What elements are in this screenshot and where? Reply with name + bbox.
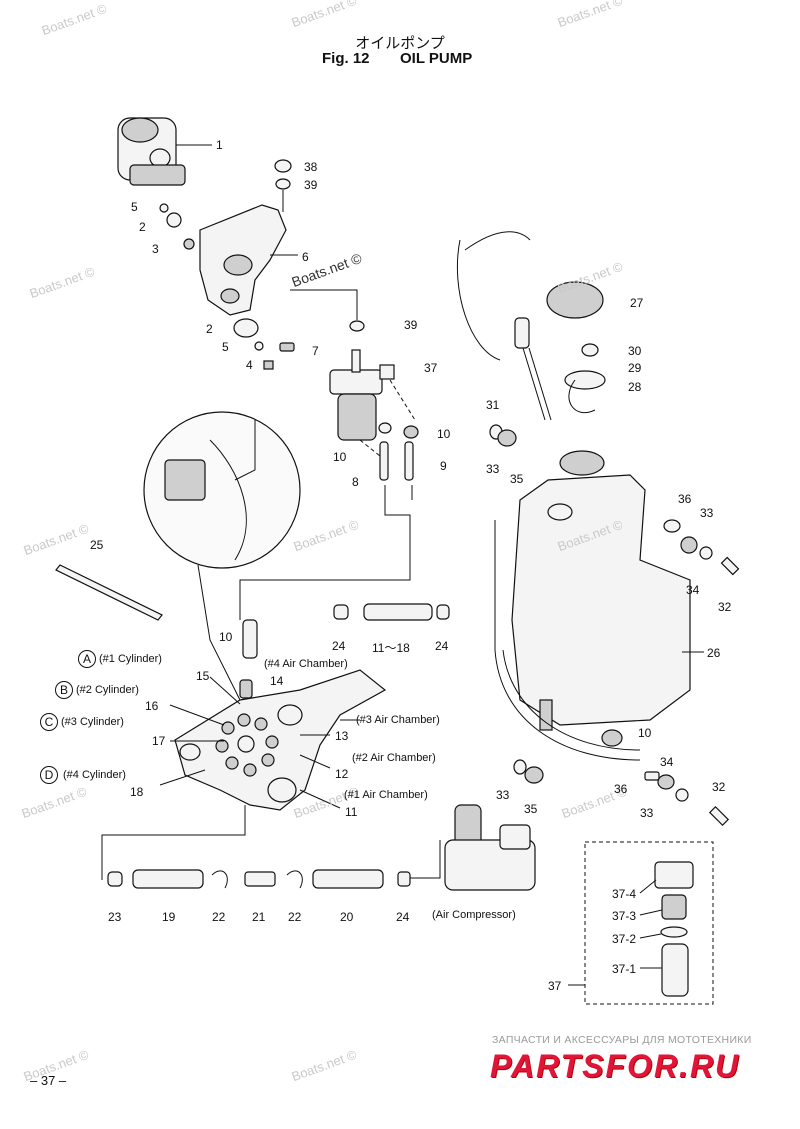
air-chamber-1-label: (#1 Air Chamber): [344, 789, 428, 801]
callout: 36: [614, 782, 628, 796]
callout: 35: [510, 472, 524, 486]
callout: 14: [270, 674, 284, 688]
callout: 33: [640, 806, 654, 820]
callout: 15: [196, 669, 210, 683]
callout: 28: [628, 380, 642, 394]
callout: 22: [288, 910, 302, 924]
callout: 5: [222, 340, 229, 354]
cylinder-a-marker: A: [78, 650, 96, 668]
callout: 2: [206, 322, 213, 336]
callout: 35: [524, 802, 538, 816]
callout: 4: [246, 358, 253, 372]
callout: 39: [304, 178, 318, 192]
callout: 24: [396, 910, 410, 924]
callout: 5: [131, 200, 138, 214]
callout: 32: [718, 600, 732, 614]
callout: 30: [628, 344, 642, 358]
callout: 34: [660, 755, 674, 769]
air-chamber-4-label: (#4 Air Chamber): [264, 658, 348, 670]
oil-pump-part: [117, 117, 186, 186]
callout: 10: [437, 427, 451, 441]
callout: 10: [333, 450, 347, 464]
callout: 10: [219, 630, 233, 644]
callout: 25: [90, 538, 104, 552]
brand-logo: PARTSFOR.RU: [490, 1048, 741, 1084]
callout: 8: [352, 475, 359, 489]
callout: 20: [340, 910, 354, 924]
callout: 37-4: [612, 887, 637, 901]
cylinder-d-marker: D: [40, 766, 58, 784]
callout: 22: [212, 910, 226, 924]
cylinder-a-label: (#1 Cylinder): [99, 653, 162, 665]
callout: 37-2: [612, 932, 637, 946]
callout: 27: [630, 296, 644, 310]
callout: 38: [304, 160, 318, 174]
callout: 37-3: [612, 909, 637, 923]
cylinder-b-marker: B: [55, 681, 73, 699]
figure-label: Fig. 12: [322, 50, 370, 67]
cylinder-d-label: (#4 Cylinder): [63, 769, 126, 781]
callout: 10: [638, 726, 652, 740]
cylinder-b-label: (#2 Cylinder): [76, 684, 139, 696]
page-title: OIL PUMP: [400, 50, 473, 67]
filter-detail-box: [584, 841, 714, 1005]
japanese-title: オイルポンプ: [355, 35, 445, 52]
callout: 39: [404, 318, 418, 332]
air-chamber-3-label: (#3 Air Chamber): [356, 714, 440, 726]
callout: 18: [130, 785, 144, 799]
callout: 26: [707, 646, 721, 660]
callout: 19: [162, 910, 176, 924]
callout: 3: [152, 242, 159, 256]
callout: 23: [108, 910, 122, 924]
callout: 37-1: [612, 962, 637, 976]
callout: 37: [424, 361, 438, 375]
oil-tank-part: [511, 450, 691, 731]
air-compressor-part: [444, 804, 536, 891]
cylinder-c-label: (#3 Cylinder): [61, 716, 124, 728]
callout: 16: [145, 699, 159, 713]
cylinder-c-marker: C: [40, 713, 58, 731]
callout: 24: [332, 639, 346, 653]
callout: 34: [686, 583, 700, 597]
callout: 24: [435, 639, 449, 653]
distributor-manifold-part: [174, 669, 387, 811]
callout: 6: [302, 250, 309, 264]
brand-tagline: ЗАПЧАСТИ И АКСЕССУАРЫ ДЛЯ МОТОТЕХНИКИ: [492, 1034, 752, 1046]
callout: 9: [440, 459, 447, 473]
callout: 21: [252, 910, 266, 924]
callout: 32: [712, 780, 726, 794]
air-chamber-2-label: (#2 Air Chamber): [352, 752, 436, 764]
callout: 36: [678, 492, 692, 506]
callout: 33: [486, 462, 500, 476]
callout: 2: [139, 220, 146, 234]
callout: 31: [486, 398, 500, 412]
callout: 33: [496, 788, 510, 802]
callout: 29: [628, 361, 642, 375]
callout: 12: [335, 767, 349, 781]
callout: 1: [216, 138, 223, 152]
page-number: – 37 –: [30, 1073, 67, 1088]
callout: 17: [152, 734, 166, 748]
callout: 11: [345, 805, 358, 819]
callout: 13: [335, 729, 349, 743]
oil-filter-part: [329, 349, 395, 441]
callout: 33: [700, 506, 714, 520]
air-compressor-label: (Air Compressor): [432, 909, 516, 921]
callout: 37: [548, 979, 562, 993]
callout: 7: [312, 344, 319, 358]
callout: 11～18: [372, 641, 410, 655]
